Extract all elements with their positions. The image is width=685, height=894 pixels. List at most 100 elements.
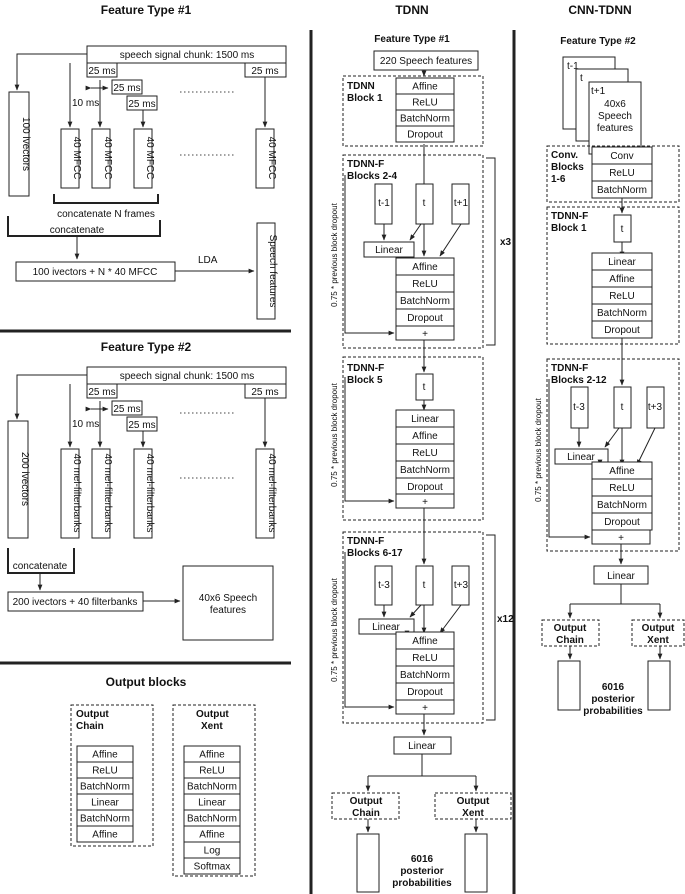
header-feature-type-2: Feature Type #2 (101, 340, 192, 354)
cnn-f212-title-2: Blocks 2-12 (551, 375, 607, 386)
cnn-f212-frame (546, 358, 680, 552)
tdnn-b24-plus-box (395, 325, 455, 341)
tdnn-b5-title-1: TDNN-F (347, 363, 384, 374)
cnn-f1-layer-label: Affine (609, 274, 635, 285)
ob-chain-layer-label: BatchNorm (80, 782, 130, 793)
ft2-combined-label: 200 ivectors + 40 filterbanks (13, 597, 138, 608)
tdnn-b24-t-label: t (423, 198, 426, 209)
cnn-conv-title-1: Conv. (551, 150, 578, 161)
cnn-f1-frame (546, 206, 680, 345)
cnn-feature-header: Feature Type #2 (560, 36, 636, 47)
ft2-25ms-label-last: 25 ms (251, 387, 278, 398)
cnn-input-label-1: 40x6 (604, 99, 626, 110)
ob-xent-layer-label: BatchNorm (187, 814, 237, 825)
ob-xent-layer-label: Affine (199, 750, 225, 761)
tdnn-posterior-label-2: posterior (400, 866, 443, 877)
tdnn-b24-linear-box (363, 241, 415, 258)
cnn-output-chain-label-2: Chain (556, 635, 584, 646)
header-cnn-tdnn: CNN-TDNN (568, 3, 631, 17)
cnn-posterior-label-2: posterior (591, 694, 634, 705)
ft1-25ms-box-1 (86, 62, 118, 78)
ob-xent-layer-label: BatchNorm (187, 782, 237, 793)
cnn-f212-plus-label: + (618, 533, 624, 544)
cnn-f212-layer-label: Dropout (604, 517, 640, 528)
cnn-f212-tp3-label: t+3 (648, 402, 663, 413)
tdnn-b24-title-2: Blocks 2-4 (347, 171, 397, 182)
tdnn-output-xent-frame (434, 792, 512, 820)
tdnn-b617-linear-box (358, 618, 415, 635)
ob-xent-layer-label: Log (204, 846, 221, 857)
tdnn-b24-tp1-label: t+1 (454, 198, 469, 209)
feature-type-1-panel: speech signal chunk: 1500 ms 25 ms 25 ms… (7, 45, 287, 320)
ob-xent-title-1: Output (196, 709, 229, 720)
ft2-melfb-box-1 (60, 448, 80, 539)
ob-chain-title-1: Output (76, 709, 109, 720)
cnn-input-label-2: Speech (598, 111, 632, 122)
ft1-25ms-label-1: 25 ms (88, 66, 115, 77)
tdnn-block1-layer-label: ReLU (412, 98, 438, 109)
cnn-output-chain-label-1: Output (554, 623, 587, 634)
ft1-combined-label: 100 ivectors + N * 40 MFCC (33, 267, 158, 278)
ft2-melfb-box-2 (91, 448, 111, 539)
tdnn-block1-layer-label: Dropout (407, 130, 443, 141)
tdnn-b5-t-label: t (423, 382, 426, 393)
ft1-ivectors-label: 100 ivectors (20, 117, 31, 171)
tdnn-b5-dropout-label: 0.75 * previous block dropout (330, 382, 339, 486)
tdnn-b5-frame (342, 356, 484, 521)
tdnn-b24-title-1: TDNN-F (347, 159, 384, 170)
cnn-input-t-label: t (580, 73, 583, 84)
ft1-speech-features-label: Speech features (267, 235, 278, 308)
cnn-f1-layer-label: ReLU (609, 291, 635, 302)
ob-chain-layer-label: Linear (91, 798, 119, 809)
feature-type-2-panel: speech signal chunk: 1500 ms 25 ms 25 ms… (7, 366, 287, 641)
tdnn-output-chain-label-2: Chain (352, 808, 380, 819)
ob-xent-title-2: Xent (201, 721, 223, 732)
ob-xent-layer-label: Linear (198, 798, 226, 809)
cnn-posterior-label-3: probabilities (583, 706, 643, 717)
ft1-mfcc-label-1: 40 MFCC (71, 137, 82, 180)
ft1-25ms-label-3: 25 ms (128, 99, 155, 110)
tdnn-b617-tp3-label: t+3 (454, 580, 469, 591)
ft2-25ms-label-2: 25 ms (113, 404, 140, 415)
ft2-25ms-label-1: 25 ms (88, 387, 115, 398)
tdnn-b5-plus-label: + (422, 497, 428, 508)
tdnn-b617-layer-label: BatchNorm (400, 670, 450, 681)
tdnn-feature-header: Feature Type #1 (374, 34, 450, 45)
ft1-mfcc-box-2 (91, 128, 111, 189)
ft2-10ms-label: 10 ms (72, 419, 99, 430)
tdnn-b617-plus-label: + (422, 703, 428, 714)
ft2-melfb-box-last (255, 448, 275, 539)
cnn-f212-layer-label: BatchNorm (597, 500, 647, 511)
ft2-melfb-label-last: 40 mel-filterbanks (266, 454, 277, 533)
cnn-f1-layer-label: Linear (608, 257, 636, 268)
tdnn-output-xent-label-2: Xent (462, 808, 484, 819)
tdnn-posterior-bar-chain (356, 833, 380, 893)
tdnn-block1-title-2: Block 1 (347, 93, 383, 104)
cnn-input-tm1-label: t-1 (567, 61, 579, 72)
tdnn-panel: Feature Type #1 220 Speech features TDNN… (330, 34, 514, 893)
ft2-25ms-box-3 (126, 416, 158, 432)
tdnn-b617-linear-label: Linear (372, 622, 400, 633)
ft1-mfcc-box-1 (60, 128, 80, 189)
cnn-output-xent-label-1: Output (642, 623, 675, 634)
tdnn-b5-layer-label: Dropout (407, 482, 443, 493)
ft1-ivectors-box (8, 91, 30, 197)
tdnn-b24-linear-label: Linear (375, 245, 403, 256)
tdnn-b617-t-label: t (423, 580, 426, 591)
ft2-melfb-label-1: 40 mel-filterbanks (71, 454, 82, 533)
cnn-f1-title-1: TDNN-F (551, 211, 588, 222)
ft2-25ms-box-1 (86, 383, 118, 399)
tdnn-b5-title-2: Block 5 (347, 375, 383, 386)
ob-chain-title-2: Chain (76, 721, 104, 732)
output-blocks-panel: Output Chain AffineReLUBatchNormLinearBa… (70, 704, 256, 877)
tdnn-b617-title-2: Blocks 6-17 (347, 548, 403, 559)
tdnn-block1-layer-label: Affine (412, 82, 438, 93)
tdnn-b24-layer-label: Affine (412, 262, 438, 273)
tdnn-b5-layer-label: ReLU (412, 448, 438, 459)
tdnn-b617-layer-label: Affine (412, 636, 438, 647)
cnn-f212-linear-label: Linear (567, 452, 595, 463)
ft2-melfb-box-3 (133, 448, 153, 539)
